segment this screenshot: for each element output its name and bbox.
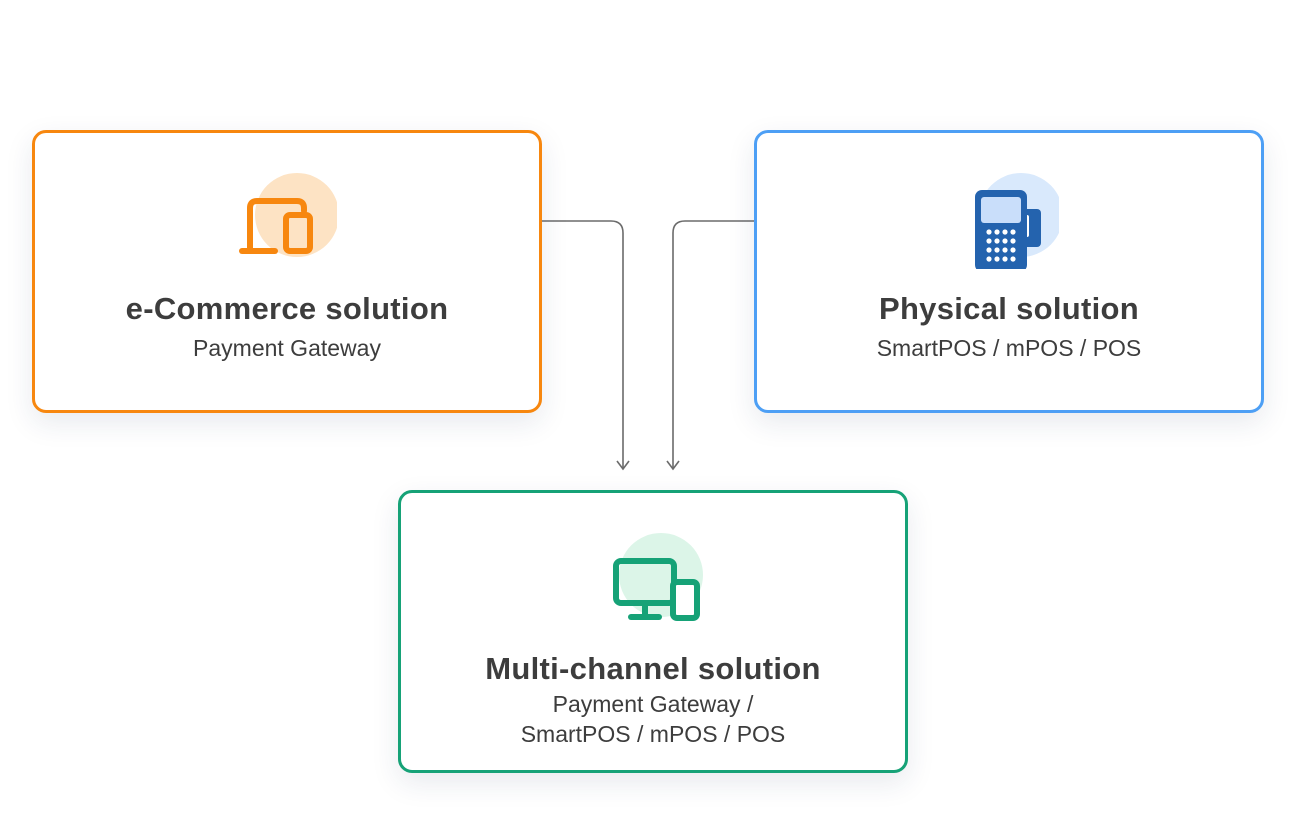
ecommerce-subtitle: Payment Gateway: [193, 335, 381, 361]
multichannel-subtitle-line1: Payment Gateway /: [552, 691, 754, 717]
desktop-mobile-icon: [603, 529, 703, 629]
arrow-ecommerce-to-multichannel: [542, 220, 624, 468]
multichannel-title: Multi-channel solution: [485, 651, 821, 686]
arrowhead-left: [616, 460, 630, 471]
physical-title: Physical solution: [878, 291, 1140, 326]
ecommerce-title: e-Commerce solution: [125, 291, 449, 326]
multichannel-subtitle: Payment Gateway / SmartPOS / mPOS / POS: [401, 689, 905, 749]
physical-card: Physical solution SmartPOS / mPOS / POS: [754, 130, 1264, 413]
physical-subtitle: SmartPOS / mPOS / POS: [876, 335, 1142, 361]
multichannel-subtitle-line2: SmartPOS / mPOS / POS: [520, 721, 786, 747]
ecommerce-card: e-Commerce solution Payment Gateway: [32, 130, 542, 413]
arrowhead-right: [666, 460, 680, 471]
pos-terminal-icon: [959, 169, 1063, 272]
multichannel-card: Multi-channel solution Payment Gateway /…: [398, 490, 908, 773]
arrow-physical-to-multichannel: [672, 220, 754, 468]
laptop-tablet-icon: [237, 169, 339, 269]
